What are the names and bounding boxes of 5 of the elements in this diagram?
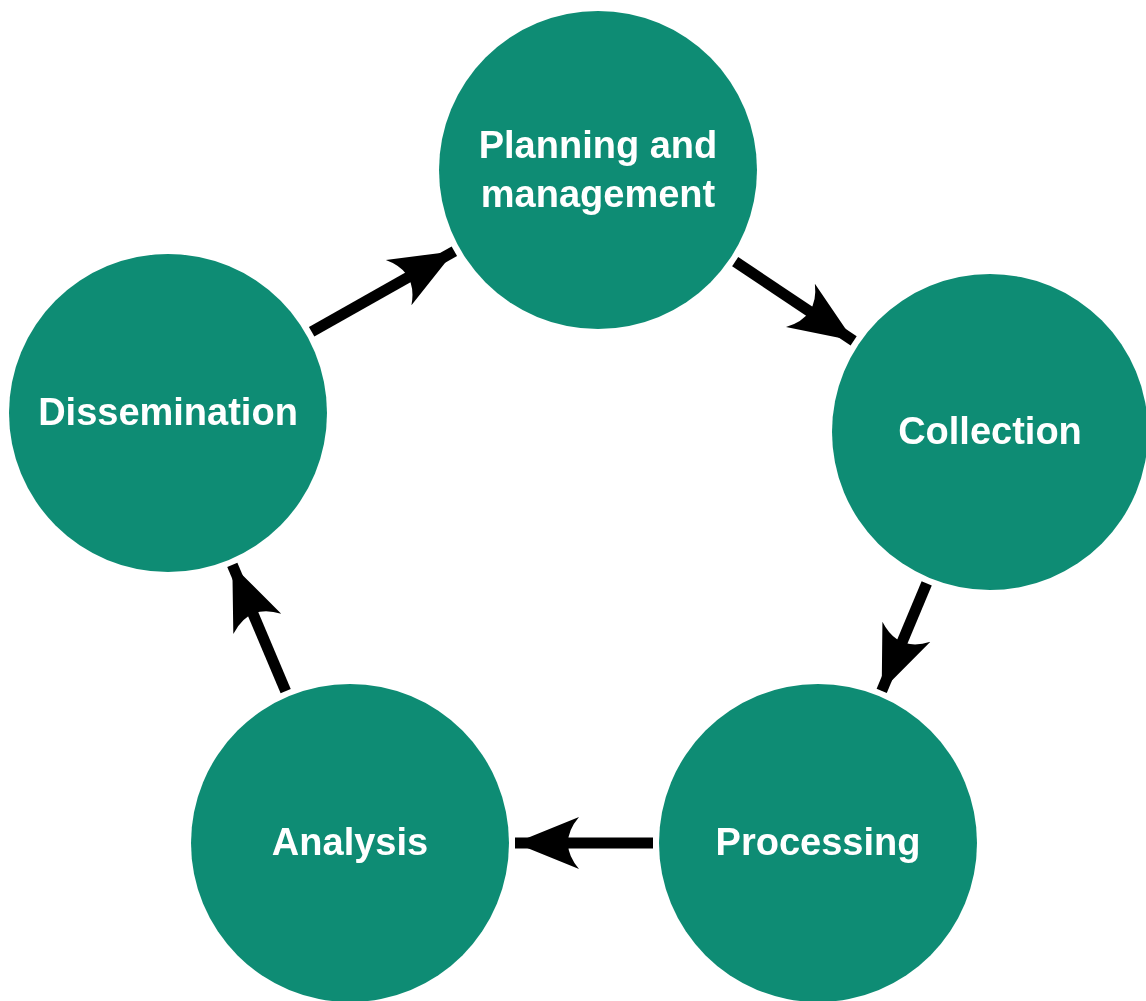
node-label: Planning and management — [477, 122, 719, 217]
node-label: Processing — [714, 820, 922, 866]
node-label: Dissemination — [37, 390, 299, 436]
node-label: Analysis — [270, 820, 430, 866]
node-label: Collection — [897, 409, 1083, 455]
